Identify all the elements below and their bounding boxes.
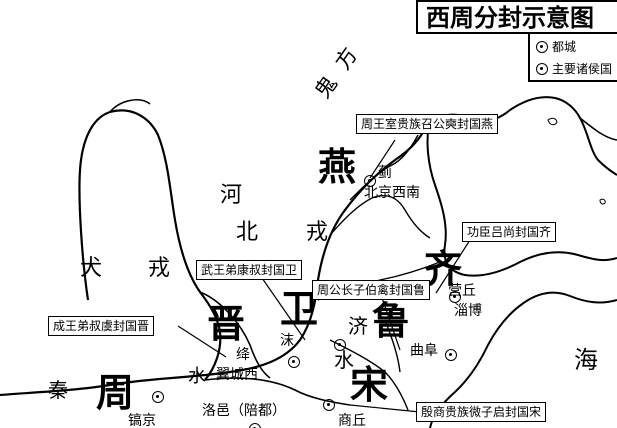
city-ji: 蓟 <box>378 165 392 181</box>
region-he: 河 <box>220 183 243 208</box>
shandong-coast <box>429 291 617 428</box>
city-qufu: 曲阜 <box>410 343 438 359</box>
capital-symbol-icon <box>536 40 548 53</box>
city-shangqiu: 商丘 <box>338 413 366 428</box>
callout-yan: 周王室贵族召公奭封国燕 <box>356 114 499 135</box>
state-yan: 燕 <box>318 144 357 189</box>
region-ji: 济 <box>348 314 368 338</box>
fief-symbol-icon <box>536 62 548 75</box>
ordos-loop <box>78 109 222 381</box>
state-qi: 齐 <box>424 246 463 291</box>
legend-capital-label: 都城 <box>552 40 577 54</box>
callout-song: 殷商贵族微子启封国宋 <box>416 402 547 423</box>
callout-leaders <box>177 139 471 413</box>
callout-lu: 周公长子伯禽封国鲁 <box>312 280 431 301</box>
fen-river <box>199 291 271 379</box>
city-luoyi: 洛邑（陪都） <box>202 403 286 419</box>
city-mei: 沫 <box>280 333 294 349</box>
legend-fief: 主要诸侯国 <box>536 60 612 77</box>
legend-capital: 都城 <box>536 38 576 55</box>
island-2 <box>599 198 606 205</box>
legend-fief-label: 主要诸侯国 <box>552 62 613 76</box>
callout-qi: 功臣吕尚封国齐 <box>462 222 557 243</box>
coastline <box>429 96 617 176</box>
city-marker-qufu <box>445 349 458 361</box>
city-jiang: 绛 <box>236 347 250 363</box>
region-hai: 海 <box>574 346 598 374</box>
city-qin: 秦 <box>48 378 68 402</box>
state-zhou: 周 <box>96 370 135 415</box>
state-wei: 卫 <box>280 286 319 331</box>
city-yingqiu: 营丘 <box>448 283 476 299</box>
region-rong: 戎 <box>306 220 329 245</box>
city-beijing-sw: 北京西南 <box>364 185 420 201</box>
city-marker-jiang <box>288 356 301 368</box>
island-1 <box>547 117 558 126</box>
ordos-inner <box>109 99 151 113</box>
state-lu: 鲁 <box>372 298 411 343</box>
state-song: 宋 <box>350 362 389 407</box>
city-marker-mei <box>334 339 347 351</box>
city-marker-luoyi <box>323 399 336 411</box>
city-yicheng: 翼城西 <box>216 367 258 383</box>
river-shui-label: 水 <box>188 366 206 387</box>
bohai-coast <box>426 119 617 277</box>
city-marker-ji <box>364 175 376 187</box>
legend: 都城 主要诸侯国 <box>528 32 617 82</box>
region-rong-2: 戎 <box>148 256 171 281</box>
city-zibo: 淄博 <box>454 303 482 319</box>
city-marker-haojing <box>248 423 261 428</box>
callout-jin: 成王弟叔虞封国晋 <box>48 316 155 337</box>
region-shui: 水 <box>334 348 354 372</box>
callout-wei: 武王弟康叔封国卫 <box>196 260 303 281</box>
city-marker-qin <box>151 391 164 403</box>
map-title: 西周分封示意图 <box>416 0 617 34</box>
si-river <box>384 319 401 373</box>
hai-river-1 <box>349 134 419 201</box>
liaodong-coast <box>579 117 617 141</box>
yellow-river <box>0 119 431 397</box>
hai-river-2 <box>329 194 406 236</box>
region-quan: 犬 <box>80 256 103 281</box>
hai-river-3 <box>404 209 431 239</box>
city-haojing: 镐京 <box>128 413 156 428</box>
region-bei: 北 <box>236 220 259 245</box>
state-jin: 晋 <box>207 301 246 346</box>
city-marker-yingqiu <box>449 291 462 303</box>
huai-river <box>329 339 409 411</box>
